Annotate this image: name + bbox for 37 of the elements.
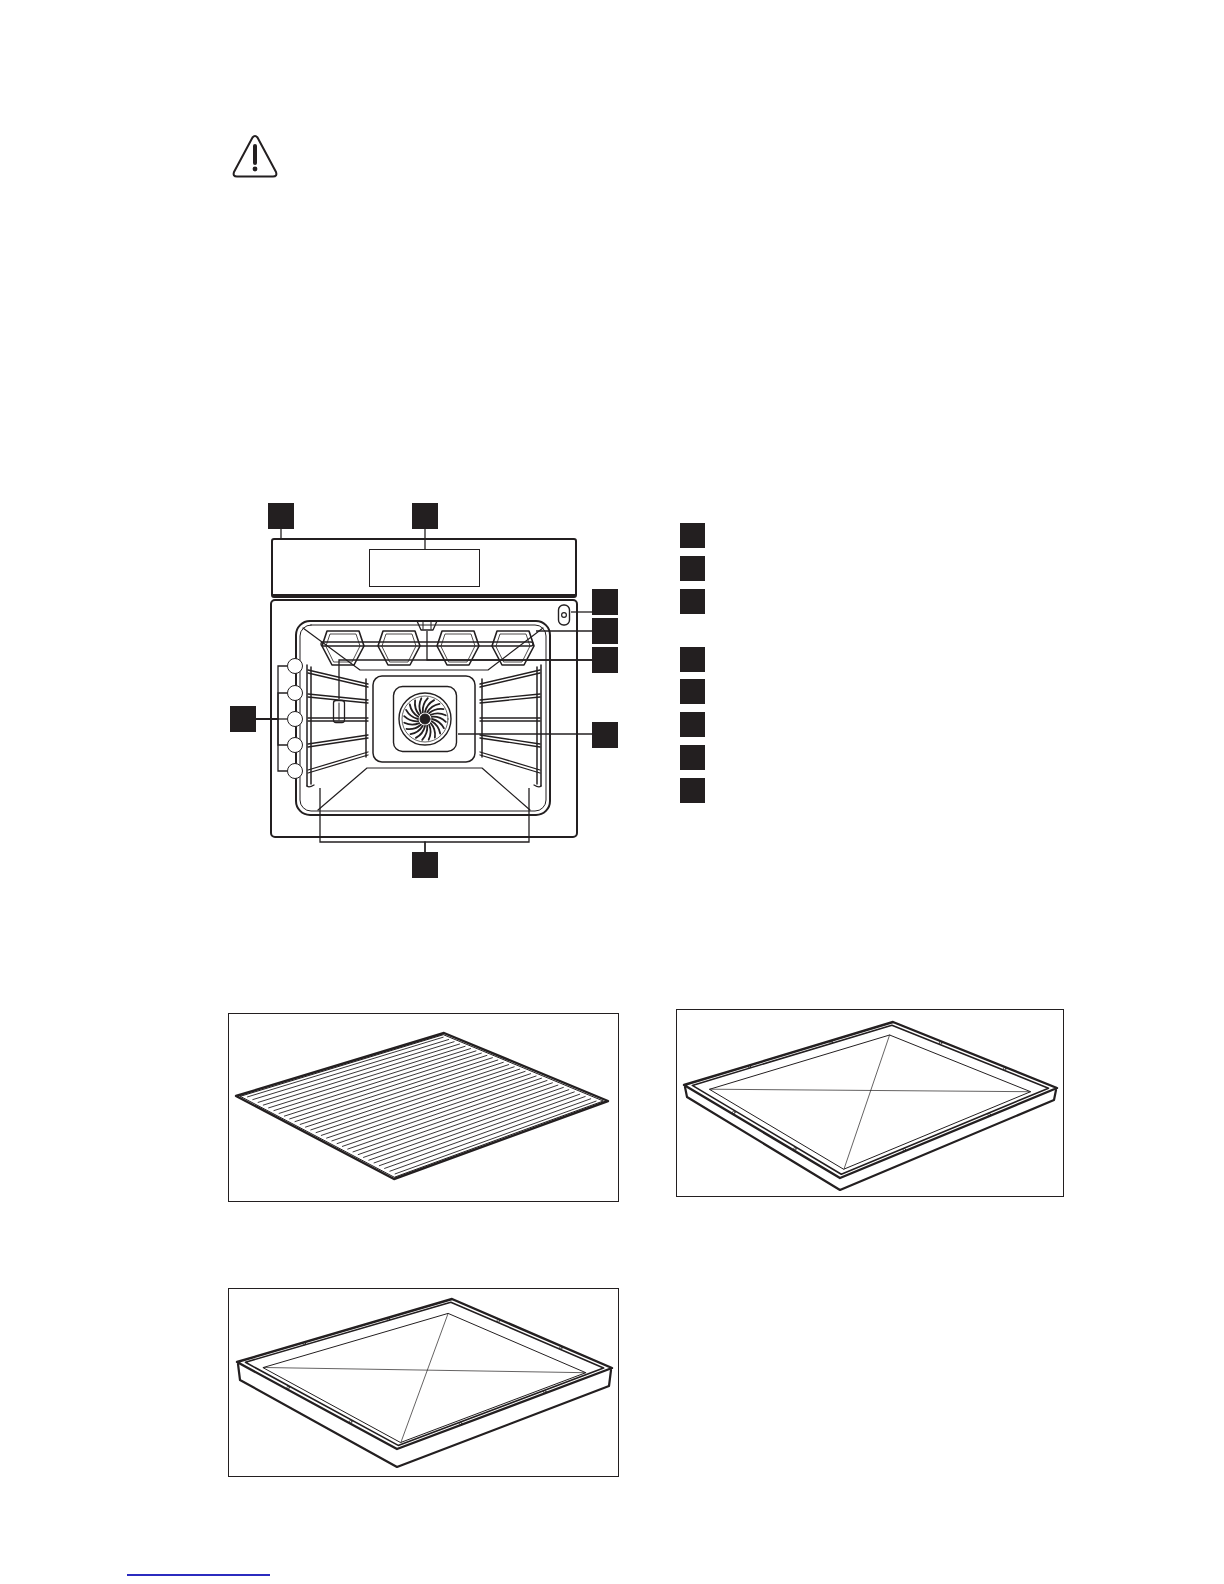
display-window	[369, 549, 480, 587]
shelf-level-circle	[287, 711, 303, 727]
top-lamp	[416, 620, 438, 631]
callout-marker	[592, 722, 618, 748]
key-marker	[680, 712, 705, 737]
shelf-level-circle	[287, 658, 303, 674]
callout-marker	[592, 647, 618, 673]
heating-element	[318, 628, 536, 668]
key-marker	[680, 589, 705, 614]
callout-marker	[230, 706, 256, 732]
key-marker	[680, 778, 705, 803]
leader-line	[424, 528, 426, 550]
shelf-level-circle	[287, 685, 303, 701]
leader-line	[338, 659, 593, 700]
fan	[392, 685, 458, 753]
shelf-level-circle	[287, 737, 303, 753]
leader-line	[255, 718, 288, 772]
leader-line	[535, 630, 593, 632]
leader-line	[280, 528, 282, 539]
callout-marker	[592, 589, 618, 615]
callout-marker	[412, 503, 438, 529]
shelf-support	[478, 663, 544, 788]
leader-line	[457, 733, 593, 735]
key-marker	[680, 647, 705, 672]
leader-line	[570, 611, 593, 613]
socket	[557, 604, 571, 626]
control-panel	[271, 538, 577, 598]
key-marker	[680, 523, 705, 548]
shelf-level-circle	[287, 763, 303, 779]
callout-marker	[268, 503, 294, 529]
shelf-support	[304, 663, 370, 788]
callout-marker	[592, 618, 618, 644]
leader-line	[424, 787, 530, 853]
key-marker	[680, 556, 705, 581]
callout-marker	[412, 852, 438, 878]
key-marker	[680, 745, 705, 770]
key-marker	[680, 679, 705, 704]
